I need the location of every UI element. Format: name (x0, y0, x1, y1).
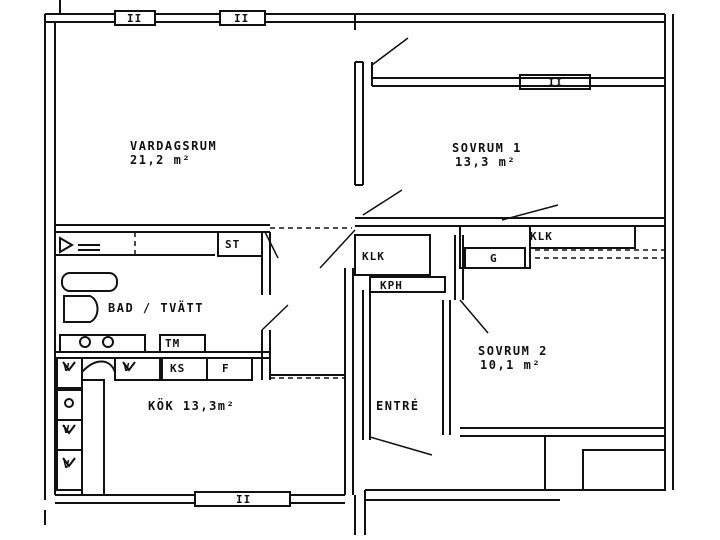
label-tm: TM (165, 337, 180, 350)
label-kph: KPH (380, 279, 403, 292)
label-v3: V (63, 423, 71, 436)
room-labels: VARDAGSRUM 21,2 m² SOVRUM 1 13,3 m² SOVR… (108, 139, 548, 413)
label-klk-left: KLK (362, 250, 385, 263)
label-g: G (490, 252, 498, 265)
window-mark-2: II (234, 12, 249, 25)
interior-walls (55, 61, 666, 495)
room-name-kok: KÖK 13,3m² (148, 398, 235, 413)
storage-labels: ST KLK KLK KPH G TM KS F (165, 230, 553, 375)
room-area-vardagsrum: 21,2 m² (130, 153, 191, 167)
label-klk-right: KLK (530, 230, 553, 243)
label-v2: V (123, 361, 131, 374)
label-v1: V (63, 361, 71, 374)
room-name-entre: ENTRÉ (376, 398, 420, 413)
window-mark-3: II (548, 76, 563, 89)
room-area-sovrum-2: 10,1 m² (480, 358, 541, 372)
window-mark-1: II (127, 12, 142, 25)
label-ks: KS (170, 362, 185, 375)
label-st: ST (225, 238, 240, 251)
storage-boxes (59, 231, 263, 381)
window-mark-4: II (236, 493, 251, 506)
room-name-bad-tvatt: BAD / TVÄTT (108, 300, 204, 315)
room-name-vardagsrum: VARDAGSRUM (130, 139, 217, 153)
room-name-sovrum-2: SOVRUM 2 (478, 344, 548, 358)
label-f: F (222, 362, 230, 375)
cabinet-labels: V V V V V (63, 361, 131, 471)
window-labels: II II II II (127, 12, 563, 506)
kitchen-cabinets (56, 357, 161, 496)
dashed-openings (134, 227, 665, 379)
label-v4: V (63, 458, 71, 471)
room-name-sovrum-1: SOVRUM 1 (452, 141, 522, 155)
room-area-sovrum-1: 13,3 m² (455, 155, 516, 169)
door-swings (261, 37, 559, 456)
